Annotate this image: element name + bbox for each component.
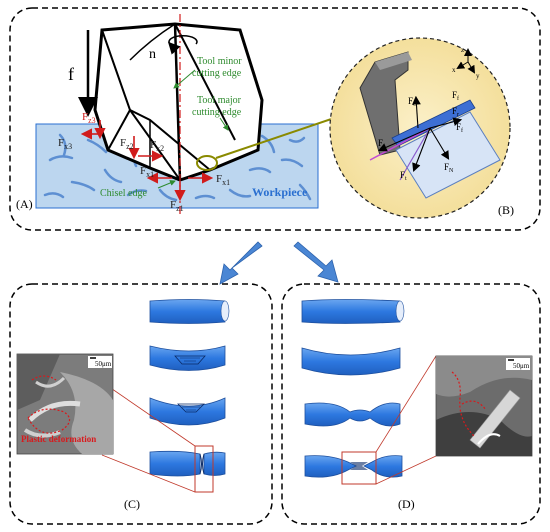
connector-c-top [101,381,196,447]
panel-a-label: (A) [16,197,33,211]
force-fc-label: FC [408,96,417,108]
force-fx1-right-label: Fx1 [216,173,230,187]
force-fz3-label: Fz3 [82,111,96,125]
rotation-label: n [149,47,156,62]
highlight-box-d [341,451,377,485]
force-ft-label: Ft [400,170,407,182]
force-fr-top-label: Fr [452,106,459,118]
tool-minor-edge-label-2: cutting edge [192,68,242,79]
tool-minor-edge-pointer [173,69,196,89]
tool-major-edge-label-1: Tool major [197,95,242,106]
force-fz1-label: Fz1 [170,199,184,213]
force-fr-left-label: Fr [378,138,385,150]
panel-top-frame [9,7,541,231]
connector-c-bottom [101,454,196,493]
highlight-box-c [194,445,214,493]
axis-z-label: z [461,46,464,54]
chisel-edge-label: Chisel edge [100,188,147,199]
panel-c-frame [9,283,273,525]
drill-tool [93,22,264,182]
force-fn-label: FN [444,162,454,174]
force-ff-top-label: Ff [452,90,459,102]
forces-panel-a [80,120,214,202]
connector-d-top [375,355,437,453]
force-fx2-label: Fx2 [150,139,164,153]
panel-b-label: (B) [498,203,514,217]
rotation-arrow [167,35,198,55]
connector-d-bottom [375,455,437,485]
tool-major-edge-label-2: cutting edge [192,107,242,118]
tool-major-edge-pointer [219,117,229,131]
sem-image-c [16,353,114,455]
panel-d-label: (D) [398,497,415,511]
force-ff-right-label: Ff [456,122,463,134]
force-fz2-label: Fz2 [120,137,134,151]
workpiece-label: Workpiece [252,185,308,199]
scale-bar-c: 50μm [95,360,112,368]
axis-x-label: x [452,66,456,74]
force-fx3-label: Fx3 [58,137,72,151]
zoom-circle [329,37,511,219]
zoom-connector [196,111,353,171]
fiber-sequence-d [301,299,405,478]
sem-image-d [435,355,533,457]
fiber-sequence-c [149,299,230,477]
plastic-deformation-label: Plastic deformation [21,434,96,444]
panel-d-frame [281,283,541,525]
feed-label: f [68,64,74,84]
scale-bar-d: 50μm [513,362,530,370]
panel-c-label: (C) [124,497,140,511]
chisel-edge-pointer [157,180,176,189]
axis-y-label: y [476,72,480,80]
force-fx1-left-label: Fx1 [140,165,154,179]
transition-arrows [219,241,339,285]
tool-minor-edge-label-1: Tool minor [197,56,242,67]
